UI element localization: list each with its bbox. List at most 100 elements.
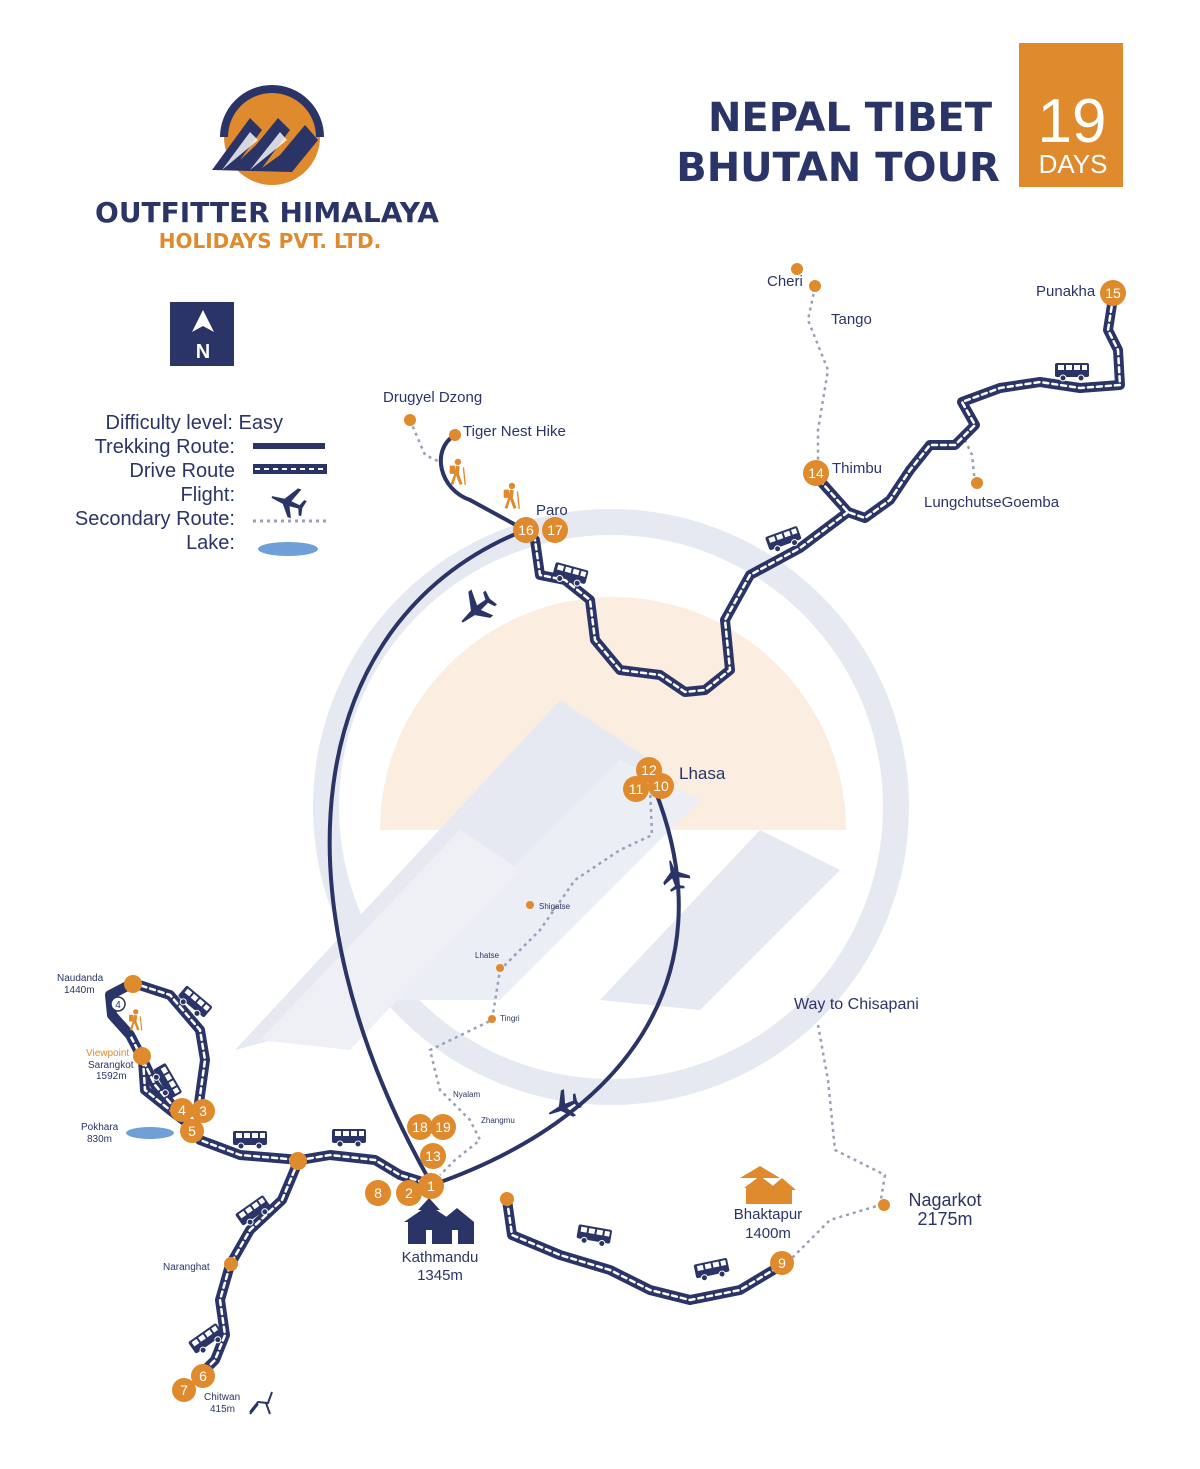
svg-text:15: 15 [1105,285,1121,301]
day-marker-7: 7 [172,1378,196,1402]
svg-text:7: 7 [180,1382,188,1398]
label-lhatse: Lhatse [475,951,500,960]
svg-text:11: 11 [629,781,644,797]
label-way-to-chisapani: Way to Chisapani [794,996,919,1013]
deer-icon [249,1391,273,1415]
label-bhaktapur: Bhaktapur [734,1206,802,1223]
svg-text:19: 19 [435,1119,451,1135]
days-label: DAYS [1039,149,1108,179]
lake-pokhara [126,1127,174,1139]
label-chitwan-altitude: 415m [210,1404,235,1415]
label-bhaktapur-altitude: 1400m [745,1225,791,1242]
svg-text:2: 2 [405,1185,413,1201]
svg-text:4: 4 [178,1102,186,1118]
secondary-routes [408,286,977,1261]
day-marker-5: 5 [180,1119,204,1143]
label-kathmandu: Kathmandu [402,1249,479,1266]
label-nyalam: Nyalam [453,1090,480,1099]
svg-text:8: 8 [374,1185,382,1201]
day-marker-14: 14 [803,460,829,486]
svg-text:10: 10 [653,778,669,794]
label-kathmandu-altitude: 1345m [417,1267,463,1284]
legend-lake-label: Lake: [186,532,235,554]
svg-text:1: 1 [427,1178,435,1194]
svg-text:9: 9 [778,1255,786,1271]
label-chitwan: Chitwan [204,1392,240,1403]
plane-icon [449,582,501,634]
day-marker-2: 2 [396,1180,422,1206]
day-markers: 15 14 16 17 12 11 10 18 19 13 8 2 1 4 3 … [170,280,1126,1402]
kathmandu-temple-icon [404,1198,474,1244]
hiker-icon [502,482,520,510]
svg-text:14: 14 [808,465,824,481]
day-marker-18: 18 [407,1114,433,1140]
legend-plane-icon [267,480,310,522]
legend-drive-label: Drive Route [129,460,235,482]
label-pokhara: Pokhara [81,1122,119,1133]
legend-trekking-label: Trekking Route: [95,436,235,458]
bus-icon [1054,362,1090,382]
day-marker-4: 4 [170,1098,194,1122]
bhaktapur-temple-icon [740,1166,796,1204]
label-shigatse: Shigatse [539,902,571,911]
label-paro: Paro [536,502,568,519]
day-marker-3: 3 [191,1099,215,1123]
north-arrow: N [170,302,234,366]
label-sarangkot: Sarangkot [88,1060,134,1071]
label-sarangkot-altitude: 1592m [96,1071,127,1082]
label-lungchutse: LungchutseGoemba [924,494,1060,511]
day-marker-10: 10 [648,773,674,799]
bus-icon [232,1130,268,1150]
label-tingri: Tingri [500,1014,520,1023]
label-naudanda: Naudanda [57,973,104,984]
day-marker-11: 11 [623,776,649,802]
day-marker-13: 13 [420,1143,446,1169]
label-viewpoint: Viewpoint [86,1048,129,1059]
svg-text:18: 18 [412,1119,428,1135]
label-naranghat: Naranghat [163,1262,210,1273]
tour-title-line-1: NEPAL TIBET [708,95,993,141]
drive-routes [105,293,1125,1380]
hiker-icon [128,1008,143,1032]
day-marker-9: 9 [770,1251,794,1275]
legend-difficulty: Difficulty level: Easy [106,412,283,434]
label-pokhara-altitude: 830m [87,1134,112,1145]
label-nagarkot-altitude: 2175m [917,1209,972,1229]
tour-title-line-2: BHUTAN TOUR [676,145,1000,191]
north-arrow-icon [192,310,214,332]
label-cheri: Cheri [767,273,803,290]
logo-mountain-icon [212,118,318,172]
day-marker-4-small: 4 [115,1000,121,1011]
label-nagarkot: Nagarkot [908,1190,981,1210]
label-zhangmu: Zhangmu [481,1116,515,1125]
place-labels: Cheri Tango Punakha Drugyel Dzong Tiger … [57,273,1096,1415]
north-letter: N [196,341,210,363]
brand-subtitle: HOLIDAYS PVT. LTD. [159,229,382,253]
day-marker-8: 8 [365,1180,391,1206]
place-dots [124,263,983,1271]
day-marker-15: 15 [1100,280,1126,306]
hiker-icon [448,458,466,486]
brand-logo [212,85,324,185]
label-drugyel-dzong: Drugyel Dzong [383,389,482,406]
svg-text:3: 3 [199,1103,207,1119]
svg-text:12: 12 [641,762,657,778]
day-marker-16: 16 [513,517,539,543]
legend: Difficulty level: Easy Trekking Route: D… [75,412,329,556]
label-naudanda-altitude: 1440m [64,985,95,996]
svg-text:16: 16 [518,522,534,538]
days-number: 19 [1038,87,1107,156]
legend-flight-label: Flight: [181,484,235,506]
legend-lake-swatch [258,542,318,556]
day-marker-1: 1 [418,1173,444,1199]
svg-text:5: 5 [188,1123,196,1139]
day-marker-17: 17 [542,517,568,543]
label-lhasa: Lhasa [679,764,726,783]
day-marker-19: 19 [430,1114,456,1140]
bus-icon [331,1128,367,1148]
label-punakha: Punakha [1036,283,1096,300]
day-marker-4-outline [110,996,126,1012]
bus-icon [693,1257,731,1283]
bus-icon [575,1223,613,1249]
